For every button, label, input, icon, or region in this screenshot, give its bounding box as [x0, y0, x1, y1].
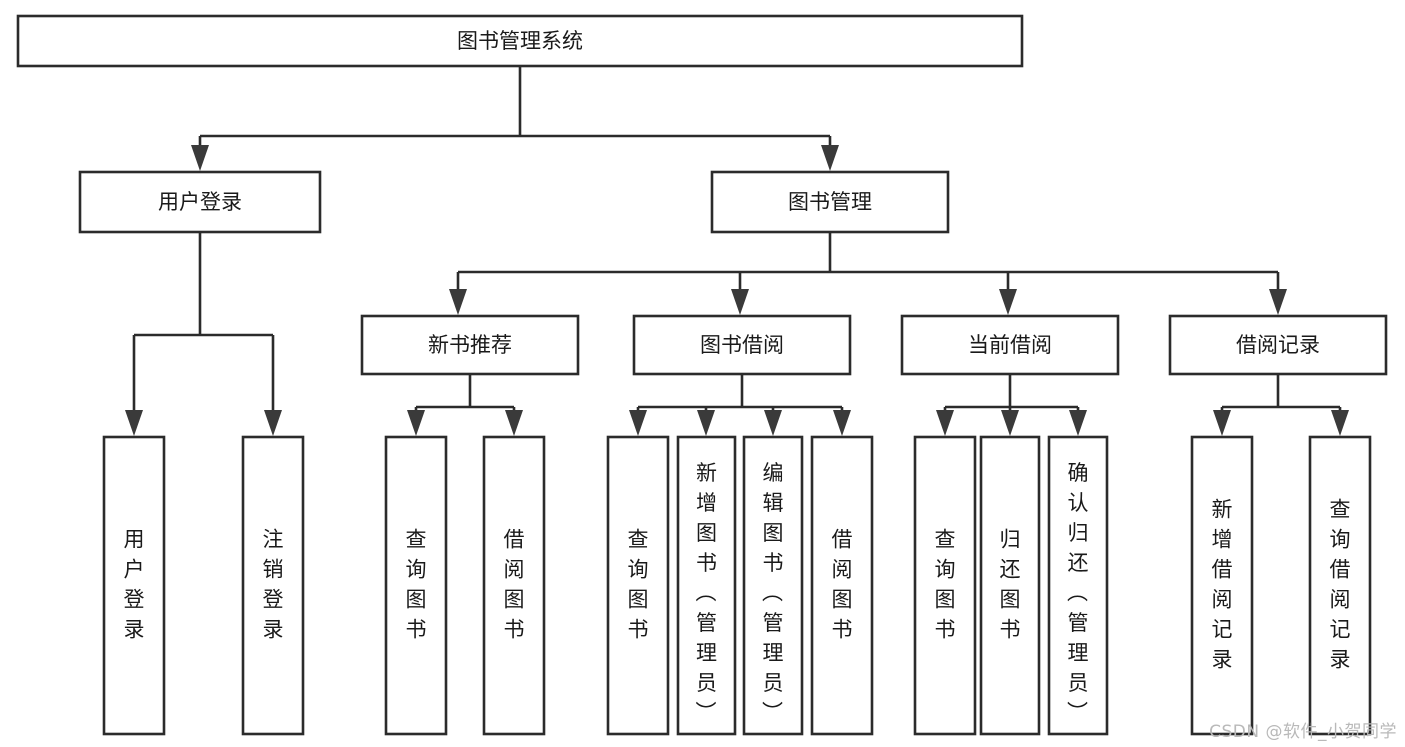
- node-root[interactable]: 图书管理系统: [16, 14, 1024, 68]
- node-box-leaf-query-book-rec[interactable]: [384, 435, 448, 736]
- node-leaf-query-book-current[interactable]: 查询图书: [913, 435, 977, 736]
- book-management-arrow-icon-1: [731, 289, 749, 315]
- current-borrow-arrow-icon-1: [1001, 410, 1019, 436]
- node-label-leaf-borrow-book: 借阅图书: [832, 528, 853, 642]
- node-label-leaf-confirm-return-admin: 确认归还（管理员）: [1067, 461, 1089, 725]
- node-box-user-login[interactable]: [78, 170, 322, 234]
- node-box-book-management[interactable]: [710, 170, 950, 234]
- node-box-leaf-user-logout[interactable]: [241, 435, 305, 736]
- node-book-management[interactable]: 图书管理: [710, 170, 950, 234]
- node-leaf-borrow-book-rec[interactable]: 借阅图书: [482, 435, 546, 736]
- node-label-leaf-user-login: 用户登录: [124, 528, 145, 642]
- node-label-book-management: 图书管理: [788, 190, 872, 214]
- node-box-new-book-recommend[interactable]: [360, 314, 580, 376]
- node-box-leaf-query-book-current[interactable]: [913, 435, 977, 736]
- node-leaf-add-borrow-record[interactable]: 新增借阅记录: [1190, 435, 1254, 736]
- node-label-leaf-query-book-rec: 查询图书: [406, 528, 427, 642]
- node-label-book-borrow: 图书借阅: [700, 333, 784, 357]
- node-box-leaf-return-book[interactable]: [979, 435, 1041, 736]
- node-user-login[interactable]: 用户登录: [78, 170, 322, 234]
- user-login-arrow-icon-0: [125, 410, 143, 436]
- node-box-root[interactable]: [16, 14, 1024, 68]
- node-box-book-borrow[interactable]: [632, 314, 852, 376]
- node-box-leaf-query-borrow-record[interactable]: [1308, 435, 1372, 736]
- diagram-nodes: 图书管理系统用户登录图书管理新书推荐图书借阅当前借阅借阅记录用户登录注销登录查询…: [16, 14, 1388, 736]
- node-borrow-record[interactable]: 借阅记录: [1168, 314, 1388, 376]
- node-leaf-borrow-book[interactable]: 借阅图书: [810, 435, 874, 736]
- new-book-arrow-icon-1: [505, 410, 523, 436]
- node-leaf-query-book-rec[interactable]: 查询图书: [384, 435, 448, 736]
- node-box-current-borrow[interactable]: [900, 314, 1120, 376]
- node-box-leaf-borrow-book-rec[interactable]: [482, 435, 546, 736]
- book-borrow-arrow-icon-1: [697, 410, 715, 436]
- node-leaf-confirm-return-admin[interactable]: 确认归还（管理员）: [1047, 435, 1109, 736]
- node-current-borrow[interactable]: 当前借阅: [900, 314, 1120, 376]
- node-label-current-borrow: 当前借阅: [968, 333, 1052, 357]
- user-login-arrow-icon-1: [264, 410, 282, 436]
- node-new-book-recommend[interactable]: 新书推荐: [360, 314, 580, 376]
- node-label-user-login: 用户登录: [158, 190, 242, 214]
- node-box-borrow-record[interactable]: [1168, 314, 1388, 376]
- node-box-leaf-user-login[interactable]: [102, 435, 166, 736]
- connector-edges: [125, 66, 1349, 436]
- node-leaf-return-book[interactable]: 归还图书: [979, 435, 1041, 736]
- node-label-leaf-edit-book-admin: 编辑图书（管理员）: [762, 461, 784, 725]
- node-box-leaf-add-borrow-record[interactable]: [1190, 435, 1254, 736]
- node-label-leaf-return-book: 归还图书: [1000, 528, 1021, 642]
- node-leaf-user-login[interactable]: 用户登录: [102, 435, 166, 736]
- node-label-leaf-query-borrow-record: 查询借阅记录: [1330, 498, 1351, 672]
- node-leaf-user-logout[interactable]: 注销登录: [241, 435, 305, 736]
- node-label-leaf-borrow-book-rec: 借阅图书: [504, 528, 525, 642]
- book-borrow-arrow-icon-2: [764, 410, 782, 436]
- node-leaf-query-borrow-record[interactable]: 查询借阅记录: [1308, 435, 1372, 736]
- book-management-arrow-icon-0: [449, 289, 467, 315]
- book-borrow-arrow-icon-0: [629, 410, 647, 436]
- node-box-leaf-add-book-admin[interactable]: [676, 435, 737, 736]
- root-arrow-icon-1: [821, 145, 839, 171]
- node-box-leaf-confirm-return-admin[interactable]: [1047, 435, 1109, 736]
- node-box-leaf-borrow-book[interactable]: [810, 435, 874, 736]
- book-management-arrow-icon-2: [999, 289, 1017, 315]
- node-label-root: 图书管理系统: [457, 29, 583, 53]
- root-arrow-icon-0: [191, 145, 209, 171]
- node-label-new-book-recommend: 新书推荐: [428, 333, 512, 357]
- new-book-arrow-icon-0: [407, 410, 425, 436]
- node-leaf-add-book-admin[interactable]: 新增图书（管理员）: [676, 435, 737, 736]
- node-label-leaf-add-book-admin: 新增图书（管理员）: [696, 461, 718, 725]
- node-label-leaf-query-book-borrow: 查询图书: [628, 528, 649, 642]
- node-label-leaf-query-book-current: 查询图书: [935, 528, 956, 642]
- node-label-borrow-record: 借阅记录: [1236, 333, 1320, 357]
- borrow-record-arrow-icon-1: [1331, 410, 1349, 436]
- book-management-arrow-icon-3: [1269, 289, 1287, 315]
- book-borrow-arrow-icon-3: [833, 410, 851, 436]
- node-box-leaf-query-book-borrow[interactable]: [606, 435, 670, 736]
- node-box-leaf-edit-book-admin[interactable]: [742, 435, 804, 736]
- node-label-leaf-add-borrow-record: 新增借阅记录: [1212, 498, 1233, 672]
- node-book-borrow[interactable]: 图书借阅: [632, 314, 852, 376]
- node-leaf-edit-book-admin[interactable]: 编辑图书（管理员）: [742, 435, 804, 736]
- borrow-record-arrow-icon-0: [1213, 410, 1231, 436]
- node-label-leaf-user-logout: 注销登录: [263, 528, 284, 642]
- node-leaf-query-book-borrow[interactable]: 查询图书: [606, 435, 670, 736]
- current-borrow-arrow-icon-2: [1069, 410, 1087, 436]
- current-borrow-arrow-icon-0: [936, 410, 954, 436]
